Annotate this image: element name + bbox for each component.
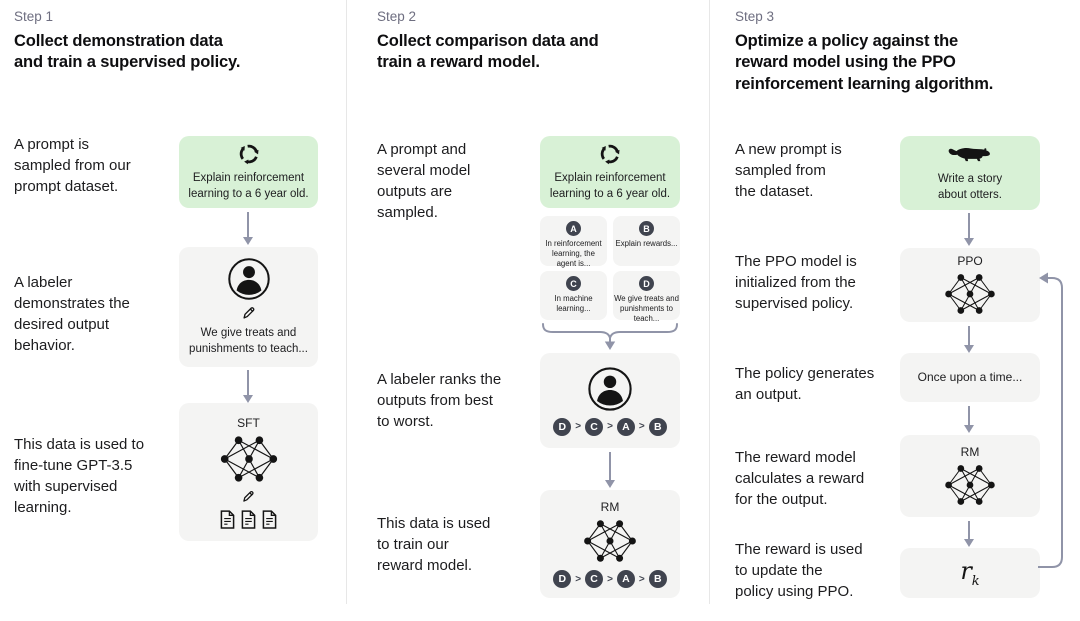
step1-caption-finetune: This data is used to fine-tune GPT-3.5 w… xyxy=(14,436,145,516)
arrow-down xyxy=(963,406,974,433)
neural-network-icon xyxy=(584,520,636,562)
answer-text-a: In reinforcement learning, the agent is.… xyxy=(545,239,602,268)
reward-subscript: k xyxy=(971,573,980,589)
rank-badge: A xyxy=(616,417,635,436)
step3-prompt-box: Write a story about otters. xyxy=(900,136,1040,210)
rank-badge: D xyxy=(553,417,572,436)
answer-text-d: We give treats and punishments to teach.… xyxy=(614,294,679,323)
step1-title: Collect demonstration data and train a s… xyxy=(14,32,241,72)
step1-label: Step 1 xyxy=(14,9,54,24)
step3-caption-prompt: A new prompt is sampled from the dataset… xyxy=(735,141,842,200)
step3-ppo-box: PPO xyxy=(900,248,1040,322)
step3-rm-box: RM xyxy=(900,435,1040,517)
arrow-down xyxy=(963,521,974,547)
arrow-down xyxy=(963,213,974,246)
step3-label: Step 3 xyxy=(735,9,775,24)
ppo-model-label: PPO xyxy=(957,254,983,268)
step2-label: Step 2 xyxy=(377,9,417,24)
step2-rm-box: RM D > C > A > B xyxy=(540,490,680,598)
ranking-row: D > C > A > B xyxy=(553,570,667,588)
sft-model-label: SFT xyxy=(237,415,260,430)
step2-title: Collect comparison data and train a rewa… xyxy=(377,32,599,72)
ranking-row: D > C > A > B xyxy=(553,417,667,436)
otter-icon xyxy=(948,148,990,162)
step2-caption-sampled: A prompt and several model outputs are s… xyxy=(377,141,471,221)
step3-output-text: Once upon a time... xyxy=(917,370,1023,385)
step2-caption-ranks: A labeler ranks the outputs from best to… xyxy=(377,371,502,430)
pencil-icon xyxy=(242,307,254,319)
pencil-icon xyxy=(243,490,254,502)
step3-caption-reward: The reward model calculates a reward for… xyxy=(735,449,865,508)
step1-caption-labeler: A labeler demonstrates the desired outpu… xyxy=(14,274,130,354)
column-divider-1 xyxy=(346,0,347,604)
neural-network-icon xyxy=(220,435,277,482)
reward-value: rk xyxy=(960,557,979,589)
brace-join-arrow xyxy=(542,323,678,350)
step2-labeler-box: D > C > A > B xyxy=(540,353,680,448)
answer-badge-b: B xyxy=(639,221,654,236)
rm-model-label: RM xyxy=(600,500,620,514)
step1-demo-text: We give treats and punishments to teach.… xyxy=(189,326,308,355)
rank-badge: C xyxy=(585,570,604,588)
document-icon xyxy=(241,509,256,529)
labeler-person-icon xyxy=(588,366,632,411)
step1-caption-prompt: A prompt is sampled from our prompt data… xyxy=(14,136,131,195)
answer-badge-a: A xyxy=(566,221,581,236)
documents-row xyxy=(220,509,277,529)
step2-caption-train: This data is used to train our reward mo… xyxy=(377,515,491,574)
answer-badge-c: C xyxy=(566,276,581,291)
step3-caption-init: The PPO model is initialized from the su… xyxy=(735,253,857,312)
feedback-loop-arrow xyxy=(1038,272,1063,568)
rank-badge: B xyxy=(648,417,667,436)
cycle-icon xyxy=(239,144,258,165)
labeler-person-icon xyxy=(227,258,270,300)
rank-badge: C xyxy=(585,417,604,436)
step3-output-box: Once upon a time... xyxy=(900,353,1040,402)
rank-badge: D xyxy=(553,570,572,588)
rank-separator: > xyxy=(638,421,645,432)
document-icon xyxy=(220,509,235,529)
rank-badge: B xyxy=(648,570,667,588)
answer-text-b: Explain rewards... xyxy=(615,239,678,248)
cycle-icon xyxy=(600,144,620,165)
arrow-down xyxy=(242,212,253,245)
neural-network-icon xyxy=(945,274,995,314)
step3-prompt-text: Write a story about otters. xyxy=(937,172,1003,201)
column-divider-2 xyxy=(709,0,710,604)
answer-box-c: C In machine learning... xyxy=(540,271,607,320)
step2-prompt-text: Explain reinforcement learning to a 6 ye… xyxy=(549,171,671,200)
rank-badge: A xyxy=(616,570,635,588)
document-icon xyxy=(262,509,277,529)
arrow-down xyxy=(604,452,615,488)
step1-sft-box: SFT xyxy=(179,403,318,541)
rank-separator: > xyxy=(575,421,582,432)
step3-caption-output: The policy generates an output. xyxy=(735,365,875,403)
arrow-down xyxy=(242,370,253,403)
answer-box-d: D We give treats and punishments to teac… xyxy=(613,271,680,323)
neural-network-icon xyxy=(945,465,995,505)
rank-separator: > xyxy=(638,573,645,585)
step1-prompt-box: Explain reinforcement learning to a 6 ye… xyxy=(179,136,318,208)
answer-text-c: In machine learning... xyxy=(554,294,593,313)
answer-box-a: A In reinforcement learning, the agent i… xyxy=(540,216,607,268)
rm-model-label: RM xyxy=(960,445,980,459)
rank-separator: > xyxy=(575,573,582,585)
step1-labeler-box: We give treats and punishments to teach.… xyxy=(179,247,318,367)
arrow-down xyxy=(963,326,974,353)
answer-box-b: B Explain rewards... xyxy=(613,216,680,266)
reward-symbol: r xyxy=(960,557,972,586)
step2-prompt-box: Explain reinforcement learning to a 6 ye… xyxy=(540,136,680,208)
step1-prompt-text: Explain reinforcement learning to a 6 ye… xyxy=(188,171,309,200)
step3-title: Optimize a policy against the reward mod… xyxy=(735,32,994,93)
rank-separator: > xyxy=(607,421,613,432)
answer-badge-d: D xyxy=(639,276,654,291)
step3-reward-box: rk xyxy=(900,548,1040,598)
rank-separator: > xyxy=(607,573,613,585)
step3-caption-update: The reward is used to update the policy … xyxy=(735,541,863,600)
